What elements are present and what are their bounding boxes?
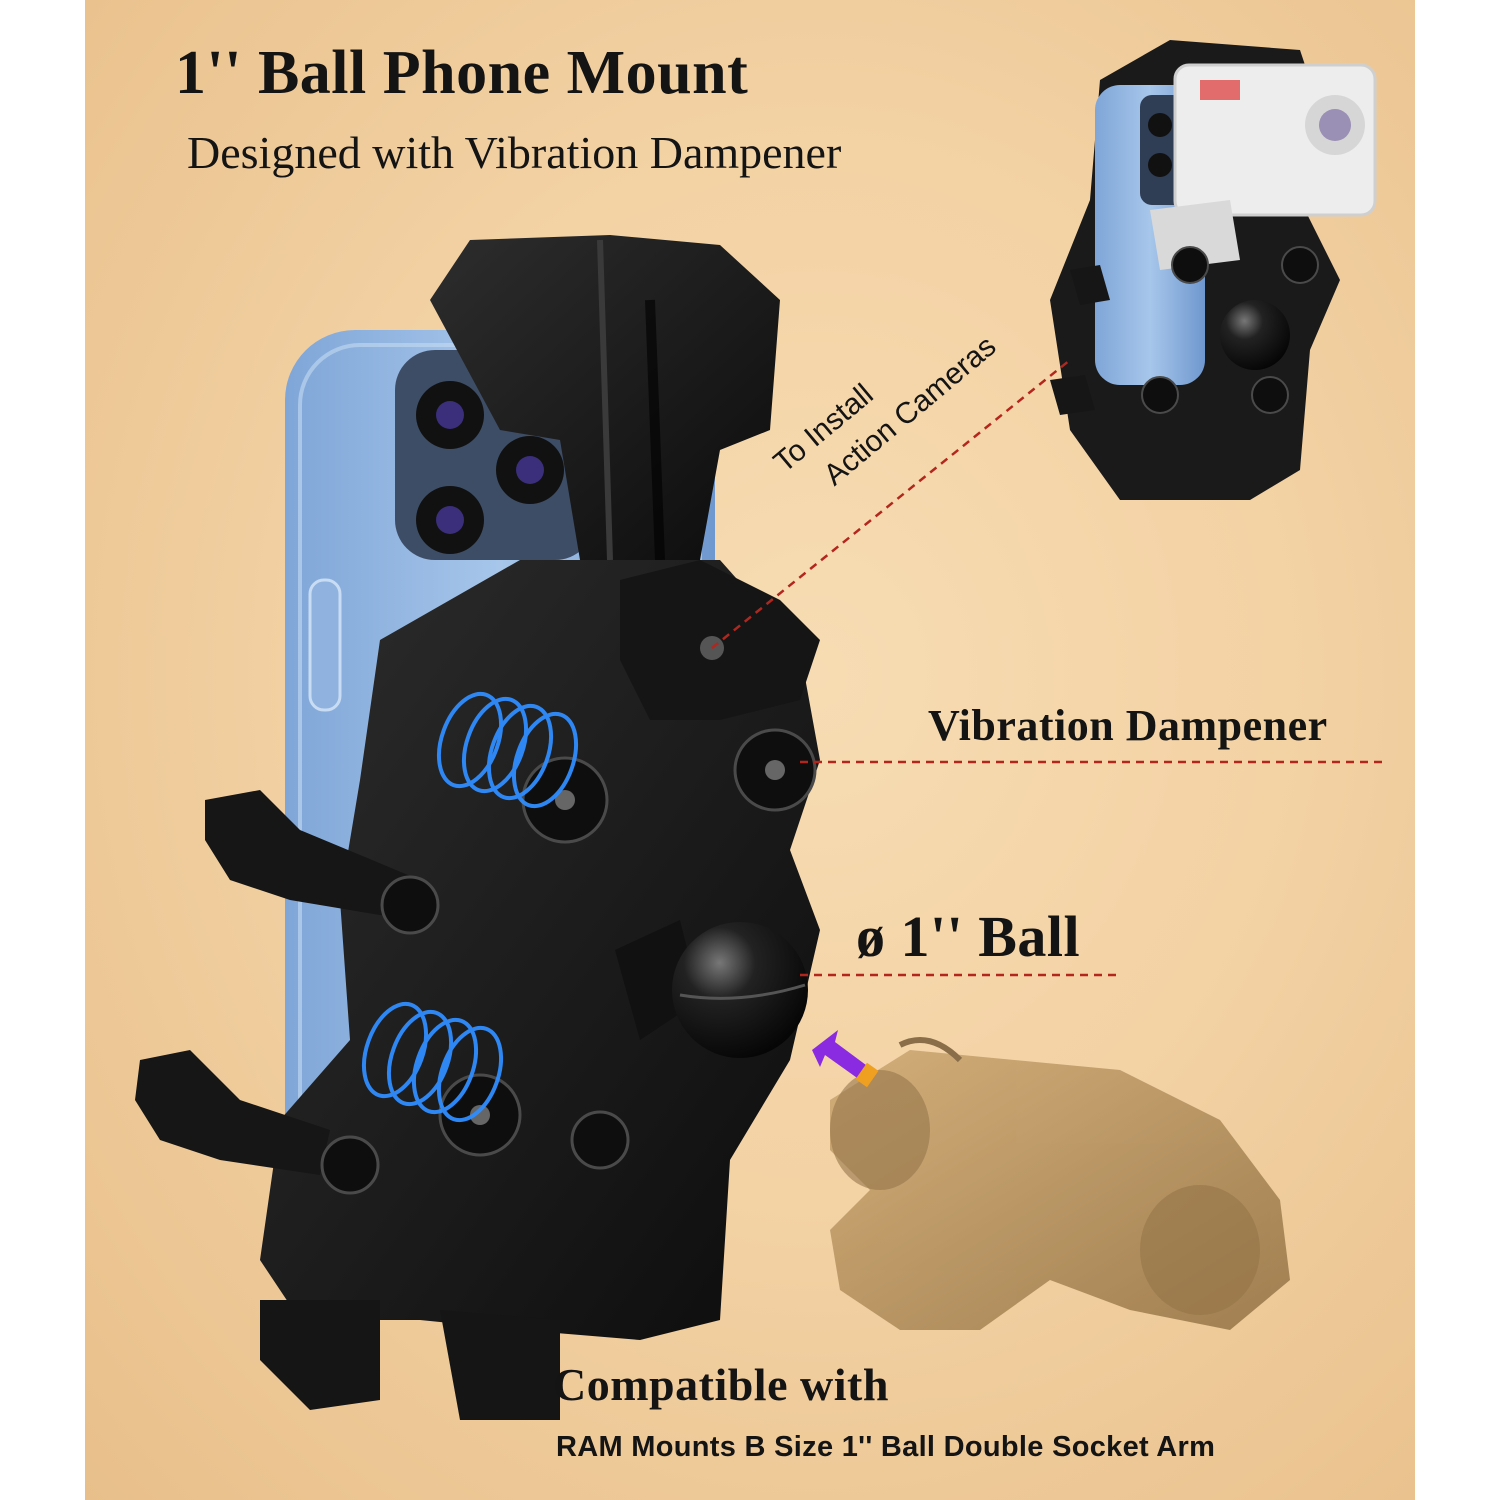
ball-icon bbox=[672, 922, 808, 1058]
mount-back-plate bbox=[260, 560, 820, 1340]
page-title: 1'' Ball Phone Mount bbox=[175, 39, 749, 107]
compatible-heading: Compatible with bbox=[553, 1359, 889, 1410]
ball-callout-label: ø 1'' Ball bbox=[856, 904, 1081, 969]
product-image bbox=[85, 0, 1415, 1500]
product-illustration bbox=[135, 40, 1385, 1420]
socket-arm-illustration bbox=[830, 1037, 1290, 1330]
spring-icon bbox=[436, 691, 579, 809]
action-camera-callout-line bbox=[711, 359, 1071, 649]
spring-icon bbox=[361, 1001, 504, 1123]
insert-arrow-icon bbox=[812, 1030, 879, 1088]
left-clamp-lower bbox=[135, 1050, 330, 1175]
compatible-detail: RAM Mounts B Size 1'' Ball Double Socket… bbox=[556, 1431, 1216, 1463]
left-clamp-upper bbox=[205, 790, 420, 920]
phone-mount-illustration bbox=[135, 235, 820, 1420]
action-camera-illustration bbox=[1050, 40, 1377, 500]
page-subtitle: Designed with Vibration Dampener bbox=[187, 127, 842, 178]
vibration-callout-label: Vibration Dampener bbox=[928, 701, 1328, 750]
